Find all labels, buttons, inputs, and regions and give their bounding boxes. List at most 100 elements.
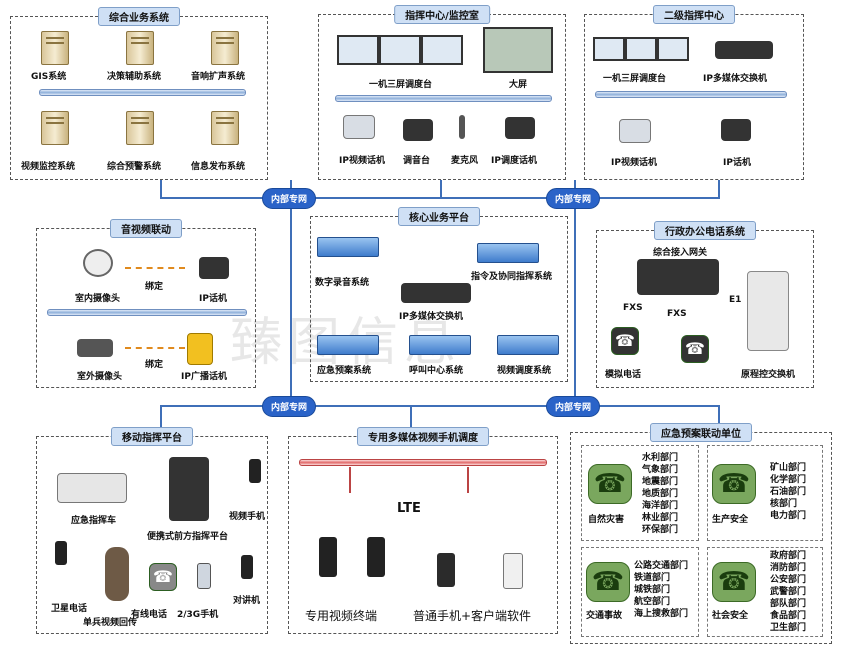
panel-av-link: 音视频联动 绑定 室内摄像头 IP话机 绑定 室外摄像头 IP广播话机	[36, 219, 256, 388]
fxs-label-1: FXS	[623, 303, 643, 313]
panel-title: 移动指挥平台	[111, 427, 193, 446]
portable-platform-label: 便携式前方指挥平台	[147, 532, 229, 542]
mobile-phone-icon	[197, 563, 211, 589]
network-badge-bottom-right: 内部专网	[546, 396, 601, 417]
gateway-label: 综合接入网关	[653, 248, 708, 258]
satellite-phone-label: 卫星电话	[51, 604, 88, 614]
video-dispatch-label: 视频调度系统	[497, 366, 552, 376]
outdoor-camera-icon	[77, 339, 113, 357]
command-vehicle-icon	[57, 473, 127, 503]
panel-title: 二级指挥中心	[653, 5, 735, 24]
pbx-icon	[747, 271, 789, 351]
microphone-icon	[459, 115, 465, 139]
rack-icon	[409, 335, 471, 355]
bind-arrow	[125, 267, 185, 269]
phone-icon: ☎	[588, 464, 632, 504]
link-multimedia	[410, 405, 412, 433]
ip-phone-label: IP话机	[199, 294, 227, 304]
backbone-right	[574, 180, 576, 410]
mobile-phone-label: 2/3G手机	[177, 610, 219, 620]
dept-list: 公路交通部门 铁道部门 城铁部门 航空部门 海上搜救部门	[634, 561, 689, 619]
dept-list: 水利部门 气象部门 地震部门 地质部门 海洋部门 林业部门 环保部门	[642, 453, 679, 535]
mixer-icon	[403, 119, 433, 141]
group-natural-disaster: ☎ 自然灾害 水利部门 气象部门 地震部门 地质部门 海洋部门 林业部门 环保部…	[581, 445, 699, 541]
monitor-icon	[593, 37, 625, 61]
common-phone-caption: 普通手机+客户端软件	[413, 609, 532, 623]
ip-video-phone-label: IP视频话机	[339, 156, 385, 166]
dispatch-console-label: 一机三屏调度台	[603, 74, 667, 84]
analog-phone-icon: ☎	[681, 335, 709, 363]
video-monitor-label: 视频监控系统	[21, 162, 76, 172]
rack-icon	[477, 243, 539, 263]
panel-title: 音视频联动	[110, 219, 182, 238]
gis-label: GIS系统	[31, 72, 67, 82]
bind-label: 绑定	[145, 360, 164, 370]
antenna-line	[349, 467, 351, 493]
backbone-bottom	[160, 405, 720, 407]
ip-switch-label: IP多媒体交换机	[703, 74, 767, 84]
core-switch-icon	[401, 283, 471, 303]
rack-icon	[317, 237, 379, 257]
ip-dispatch-phone-icon	[505, 117, 535, 139]
coordination-label: 指令及协同指挥系统	[471, 272, 553, 282]
panel-secondary: 二级指挥中心 一机三屏调度台 IP多媒体交换机 IP视频话机 IP话机	[584, 5, 804, 180]
panel-title: 应急预案联动单位	[650, 423, 752, 442]
panel-title: 指挥中心/监控室	[394, 5, 490, 24]
group-label: 生产安全	[712, 515, 749, 525]
ip-phone-icon	[721, 119, 751, 141]
link-integrated	[160, 180, 162, 198]
ip-phone-icon	[199, 257, 229, 279]
audio-label: 音响扩声系统	[191, 72, 246, 82]
server-icon	[41, 111, 69, 145]
video-phone-icon	[619, 119, 651, 143]
panel-emergency: 应急预案联动单位 ☎ 自然灾害 水利部门 气象部门 地震部门 地质部门 海洋部门…	[570, 423, 832, 644]
bus	[299, 459, 547, 466]
decision-label: 决策辅助系统	[107, 72, 162, 82]
panel-title: 专用多媒体视频手机调度	[357, 427, 489, 446]
antenna-line	[467, 467, 469, 493]
ip-broadcast-phone-label: IP广播话机	[181, 372, 227, 382]
network-badge-bottom-left: 内部专网	[262, 396, 317, 417]
ip-broadcast-phone-icon	[187, 333, 213, 365]
wired-phone-icon: ☎	[149, 563, 177, 591]
analog-phone-label: 模拟电话	[605, 370, 642, 380]
contingency-label: 应急预案系统	[317, 366, 372, 376]
walkie-talkie-label: 对讲机	[233, 596, 261, 606]
video-phone-icon	[343, 115, 375, 139]
ip-phone-label: IP话机	[723, 158, 751, 168]
group-label: 自然灾害	[588, 515, 625, 525]
fxs-label-2: FXS	[667, 309, 687, 319]
smartphone-icon	[437, 553, 455, 587]
ip-dispatch-phone-label: IP调度话机	[491, 156, 537, 166]
group-traffic-accident: ☎ 交通事故 公路交通部门 铁道部门 城铁部门 航空部门 海上搜救部门	[581, 547, 699, 637]
big-screen-label: 大屏	[509, 80, 528, 90]
panel-title: 核心业务平台	[398, 207, 480, 226]
panel-admin: 行政办公电话系统 综合接入网关 FXS FXS E1 ☎ ☎ 模拟电话 原程控交…	[596, 221, 814, 388]
dispatch-console-label: 一机三屏调度台	[369, 80, 433, 90]
soldier-icon	[105, 547, 129, 601]
rugged-terminal-icon	[367, 537, 385, 577]
server-icon	[41, 31, 69, 65]
mixer-label: 调音台	[403, 156, 431, 166]
network-badge-top-left: 内部专网	[262, 188, 317, 209]
monitor-icon	[421, 35, 463, 65]
link-mobile	[160, 405, 162, 433]
outdoor-camera-label: 室外摄像头	[77, 372, 123, 382]
group-label: 社会安全	[712, 611, 749, 621]
bus	[47, 309, 247, 316]
video-handset-label: 视频手机	[229, 512, 266, 522]
backbone-top	[160, 197, 720, 199]
rack-icon	[317, 335, 379, 355]
satellite-phone-icon	[55, 541, 67, 565]
server-icon	[211, 31, 239, 65]
single-soldier-label: 单兵视频回传	[83, 618, 138, 628]
wired-phone-label: 有线电话	[131, 610, 168, 620]
link-command	[440, 180, 442, 198]
indoor-camera-icon	[83, 249, 113, 277]
panel-title: 行政办公电话系统	[654, 221, 756, 240]
monitor-icon	[379, 35, 421, 65]
dept-list: 矿山部门 化学部门 石油部门 核部门 电力部门	[770, 463, 807, 521]
vehicle-label: 应急指挥车	[71, 516, 117, 526]
portable-platform-icon	[169, 457, 209, 521]
server-icon	[211, 111, 239, 145]
